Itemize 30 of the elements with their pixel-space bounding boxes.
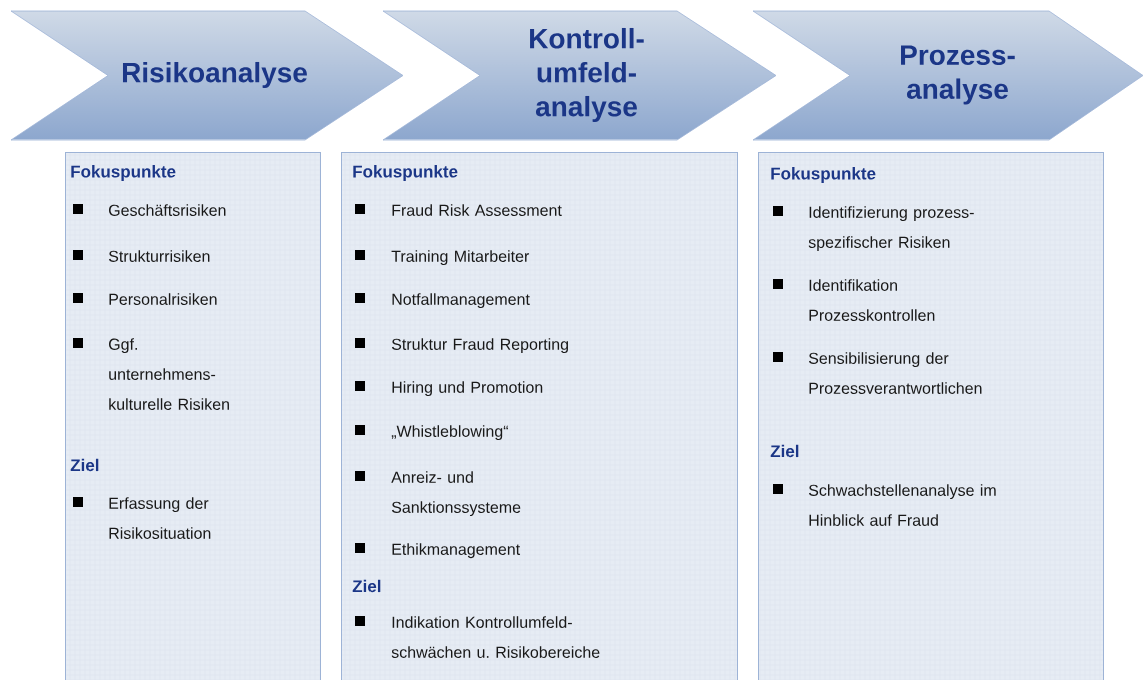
panel — [65, 152, 321, 680]
bullet-item: Erfassung der Risikosituation — [73, 497, 211, 539]
bullet-item: Indikation Kontrollumfeld- schwächen u. Risikobereiche — [355, 616, 600, 658]
section-heading: Fokuspunkte — [71, 165, 176, 181]
panel — [341, 152, 738, 680]
bullet-item: Identifikation Prozesskontrollen — [773, 279, 935, 321]
bullet-item: Identifizierung prozess- spezifischer Risiken — [773, 206, 974, 252]
bullet-item: Hiring und Promotion — [355, 381, 543, 397]
bullet-item: „Whistleblowing“ — [355, 425, 508, 441]
bullet-item: Ethikmanagement — [355, 543, 521, 559]
section-heading: Ziel — [352, 579, 381, 593]
bullet-item: Training Mitarbeiter — [355, 250, 530, 266]
process-step-banner: Kontroll- umfeld- analyse — [382, 10, 777, 141]
section-heading: Ziel — [770, 444, 799, 458]
section-heading: Ziel — [70, 458, 99, 472]
bullet-item: Notfallmanagement — [355, 293, 530, 309]
bullet-item: Fraud Risk Assessment — [355, 204, 562, 216]
process-step-banner: Risikoanalyse — [10, 10, 404, 141]
section-heading: Fokuspunkte — [771, 167, 876, 183]
bullet-item: Strukturrisiken — [73, 250, 210, 262]
bullet-item: Sensibilisierung der Prozessverantwortlichen — [773, 352, 982, 394]
bullet-item: Schwachstellenanalyse im Hinblick auf Fraud — [773, 484, 996, 526]
process-step-banner: Prozess- analyse — [752, 10, 1143, 141]
bullet-item: Geschäftsrisiken — [73, 204, 226, 216]
bullet-item: Personalrisiken — [73, 293, 217, 305]
bullet-item: Struktur Fraud Reporting — [355, 338, 568, 354]
bullet-item: Ggf. unternehmens- kulturelle Risiken — [73, 338, 229, 410]
panel — [758, 152, 1104, 680]
bullet-item: Anreiz- und Sanktionssysteme — [355, 471, 521, 517]
section-heading: Fokuspunkte — [353, 165, 458, 181]
